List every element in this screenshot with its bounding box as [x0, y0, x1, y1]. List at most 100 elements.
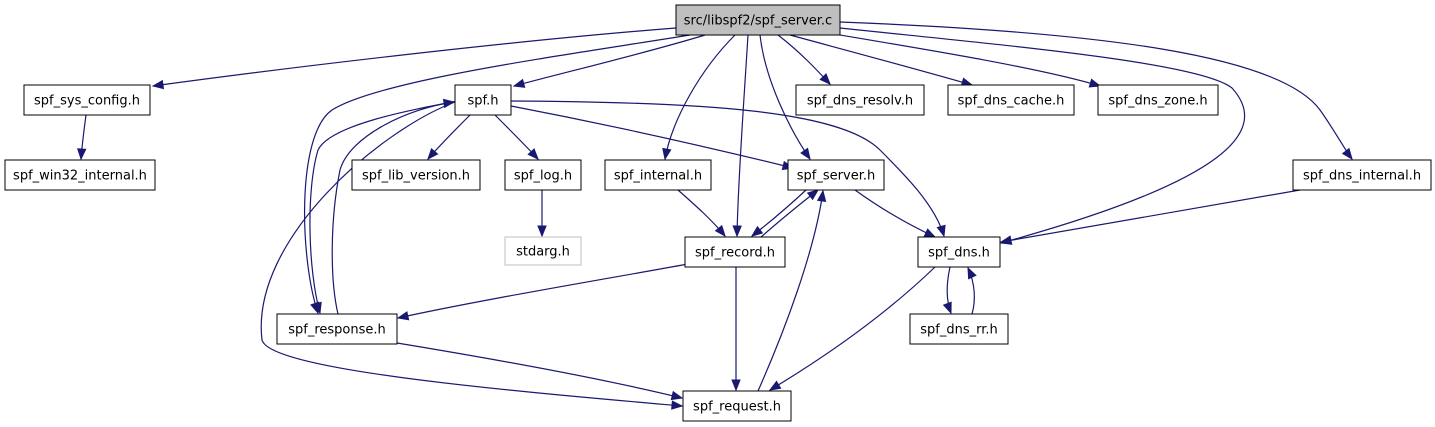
- edge-arrowhead: [527, 148, 539, 160]
- edge-arrowhead: [396, 311, 410, 321]
- node-spf-h[interactable]: spf.h: [454, 84, 512, 116]
- node-box: [909, 313, 1009, 345]
- node-label: spf_response.h: [288, 323, 386, 338]
- node-label: stdarg.h: [516, 245, 570, 260]
- node-spf-request-h[interactable]: spf_request.h: [682, 390, 792, 422]
- edge-arrowhead: [77, 148, 87, 161]
- node-box: [276, 313, 398, 345]
- node-spf-dns-zone-h[interactable]: spf_dns_zone.h: [1097, 84, 1219, 116]
- edge-spf-record-h-to-spf-server-h: [759, 189, 820, 239]
- edge-spf-dns-internal-h-to-spf-dns-h: [999, 189, 1301, 245]
- node-stdarg-h: stdarg.h: [504, 236, 582, 266]
- node-box: [4, 159, 156, 191]
- node-spf-lib-version-h[interactable]: spf_lib_version.h: [351, 159, 481, 191]
- edge-line: [303, 34, 691, 314]
- node-label: spf_dns_cache.h: [958, 94, 1065, 109]
- edge-spf-internal-h-to-spf-record-h: [677, 189, 726, 238]
- node-box: [1292, 159, 1432, 191]
- node-spf-log-h[interactable]: spf_log.h: [504, 159, 582, 191]
- node-label: spf_sys_config.h: [34, 94, 140, 109]
- edge-spf-h-to-spf-dns-h: [510, 100, 946, 238]
- edge-spf-record-h-to-spf-request-h: [731, 267, 741, 392]
- edge-arrowhead: [151, 79, 165, 90]
- edge-spf-dns-h-to-spf-dns-rr-h: [942, 266, 952, 315]
- edge-arrowhead: [806, 189, 820, 201]
- node-box: [351, 159, 481, 191]
- node-box: [682, 390, 792, 422]
- edge-spf-server-c-to-spf-internal-h: [662, 34, 736, 161]
- node-box: [684, 236, 786, 268]
- edge-arrowhead: [1088, 78, 1102, 88]
- node-spf-server-c[interactable]: src/libspf2/spf_server.c: [675, 4, 841, 36]
- nodes-layer: src/libspf2/spf_server.c spf_sys_config.h…: [4, 4, 1432, 422]
- edge-spf-server-c-to-spf-dns-internal-h: [839, 21, 1353, 161]
- edge-spf-dns-h-to-spf-request-h: [768, 266, 936, 391]
- node-box: [504, 236, 582, 266]
- node-spf-dns-h[interactable]: spf_dns.h: [917, 236, 1001, 268]
- node-label: spf_request.h: [693, 400, 781, 415]
- edge-spf-h-to-spf-response-h: [309, 100, 459, 315]
- node-label: spf_log.h: [514, 169, 572, 184]
- edge-arrowhead: [942, 301, 952, 315]
- node-label: src/libspf2/spf_server.c: [684, 14, 832, 29]
- edge-line: [396, 342, 683, 399]
- node-label: spf.h: [467, 94, 498, 109]
- edge-line: [510, 105, 794, 169]
- edge-line: [664, 34, 736, 160]
- edge-line: [759, 189, 819, 239]
- node-box: [675, 4, 841, 36]
- node-spf-dns-cache-h[interactable]: spf_dns_cache.h: [947, 84, 1075, 116]
- node-spf-internal-h[interactable]: spf_internal.h: [604, 159, 712, 191]
- edge-arrowhead: [819, 73, 831, 85]
- edge-line: [769, 266, 936, 391]
- edge-spf-server-c-to-spf-dns-cache-h: [789, 34, 974, 87]
- node-spf-response-h[interactable]: spf_response.h: [276, 313, 398, 345]
- node-label: spf_lib_version.h: [362, 169, 470, 184]
- edge-spf-server-c-to-spf-dns-resolv-h: [777, 34, 831, 85]
- edge-line: [736, 34, 749, 237]
- edge-arrowhead: [967, 266, 977, 280]
- edge-arrowhead: [1341, 147, 1353, 161]
- node-box: [454, 84, 512, 116]
- edge-spf-h-to-spf-request-h: [260, 101, 684, 410]
- edge-arrowhead: [800, 147, 811, 161]
- node-spf-server-h[interactable]: spf_server.h: [787, 159, 885, 191]
- edge-line: [513, 34, 706, 87]
- edge-spf-server-h-to-spf-record-h: [750, 189, 807, 237]
- node-spf-dns-rr-h[interactable]: spf_dns_rr.h: [909, 313, 1009, 345]
- edges-layer: [77, 21, 1353, 410]
- edge-line: [152, 27, 677, 87]
- edge-arrowhead: [670, 390, 684, 401]
- edge-spf-response-h-to-spf-h: [331, 98, 456, 315]
- edge-spf-sys-config-h-to-spf-win32-internal-h: [77, 114, 87, 161]
- edge-spf-dns-rr-h-to-spf-dns-h: [967, 266, 977, 315]
- edge-spf-server-c-to-spf-sys-config-h: [151, 27, 677, 90]
- edge-spf-server-c-to-spf-server-h: [759, 34, 811, 161]
- node-box: [917, 236, 1001, 268]
- node-spf-sys-config-h[interactable]: spf_sys_config.h: [23, 84, 151, 116]
- node-spf-dns-internal-h[interactable]: spf_dns_internal.h: [1292, 159, 1432, 191]
- edge-arrowhead: [936, 224, 946, 238]
- edge-spf-record-h-to-spf-response-h: [396, 263, 689, 321]
- edge-spf-response-h-to-spf-request-h: [396, 342, 684, 401]
- edge-spf-server-c-to-spf-dns-h: [839, 27, 1246, 245]
- edge-spf-request-h-to-spf-server-h: [757, 189, 827, 392]
- node-spf-record-h[interactable]: spf_record.h: [684, 236, 786, 268]
- node-label: spf_internal.h: [614, 169, 702, 184]
- edge-line: [809, 29, 1101, 87]
- edge-spf-server-c-to-spf-record-h: [732, 34, 749, 238]
- node-spf-dns-resolv-h[interactable]: spf_dns_resolv.h: [795, 84, 925, 116]
- node-spf-win32-internal-h[interactable]: spf_win32_internal.h: [4, 159, 156, 191]
- edge-arrowhead: [671, 400, 684, 410]
- edge-arrowhead: [312, 301, 322, 315]
- edge-line: [777, 34, 831, 85]
- edge-spf-log-h-to-stdarg-h: [537, 189, 547, 238]
- node-box: [604, 159, 712, 191]
- edge-line: [839, 27, 1246, 244]
- node-box: [23, 84, 151, 116]
- node-label: spf_server.h: [797, 169, 875, 184]
- edge-arrowhead: [427, 147, 439, 161]
- edge-line: [839, 21, 1353, 160]
- edge-arrowhead: [512, 78, 526, 88]
